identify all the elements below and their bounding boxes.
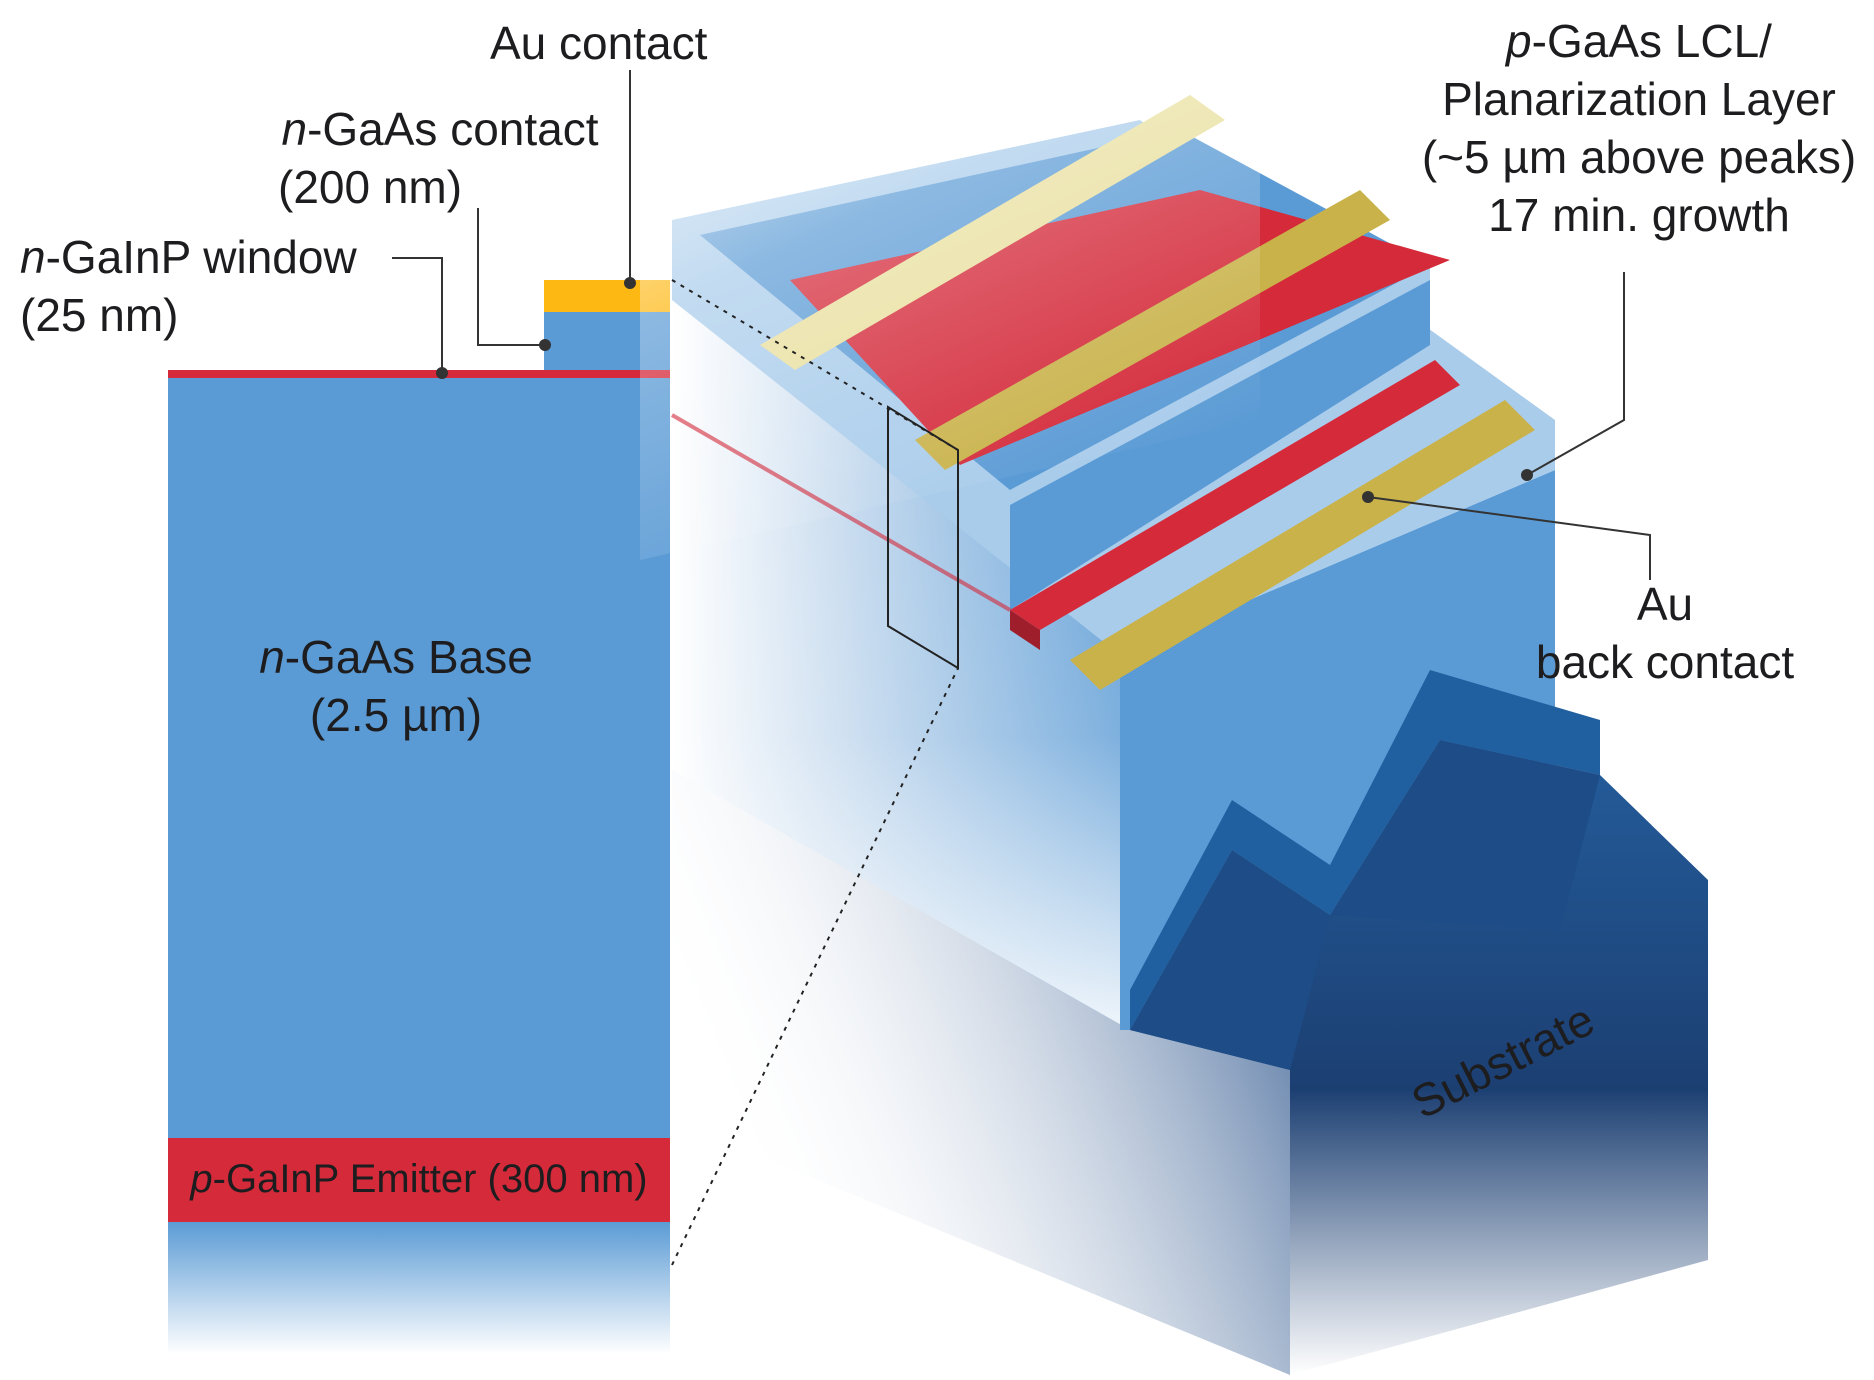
base-text: -GaAs Base bbox=[284, 631, 533, 683]
lcl-text: -GaAs LCL/ bbox=[1531, 15, 1772, 67]
lcl-prefix: p bbox=[1506, 15, 1532, 67]
emitter-layer bbox=[168, 1138, 670, 1222]
ngaas-contact-prefix: n bbox=[281, 103, 308, 155]
back-contact-label: Au back contact bbox=[1500, 575, 1830, 691]
zoom-indicators bbox=[671, 279, 959, 1266]
red-stripe-lower bbox=[1010, 360, 1460, 630]
leader-back-contact bbox=[1367, 496, 1651, 580]
dot-lcl bbox=[1521, 469, 1533, 481]
substrate-fade bbox=[168, 1222, 670, 1354]
ngainp-window-prefix: n bbox=[20, 231, 46, 283]
emitter-label: p-GaInP Emitter (300 nm) bbox=[168, 1150, 670, 1208]
dot-back-contact bbox=[1362, 491, 1374, 503]
ngaas-contact-text: -GaAs contact bbox=[307, 103, 599, 155]
lcl-line4: 17 min. growth bbox=[1488, 189, 1790, 241]
pyramid-face-1 bbox=[1130, 800, 1330, 1030]
pyramid-face-2 bbox=[1330, 670, 1600, 915]
back-contact-line2: back contact bbox=[1535, 636, 1795, 688]
leader-lcl bbox=[1526, 272, 1625, 476]
zoom-line-bottom bbox=[671, 667, 959, 1266]
substrate-left-face bbox=[672, 770, 1290, 1375]
window-layer bbox=[168, 370, 670, 378]
ngainp-window-thickness: (25 nm) bbox=[20, 289, 179, 341]
cross-section bbox=[168, 280, 670, 1354]
base-prefix: n bbox=[259, 631, 285, 683]
emitter-text: -GaInP Emitter (300 nm) bbox=[212, 1157, 648, 1201]
lcl-line3: (~5 µm above peaks) bbox=[1421, 131, 1857, 183]
leader-lines bbox=[392, 70, 1651, 580]
ngaas-contact-label: n-GaAs contact (200 nm) bbox=[270, 100, 610, 216]
dot-ngaas-contact bbox=[539, 339, 551, 351]
dot-au-contact bbox=[624, 277, 636, 289]
gold-stripe-3 bbox=[1070, 400, 1535, 690]
emitter-prefix: p bbox=[190, 1157, 213, 1201]
device-block bbox=[640, 0, 1708, 1375]
ngaas-contact-thickness: (200 nm) bbox=[278, 161, 463, 213]
base-label: n-GaAs Base (2.5 µm) bbox=[168, 628, 624, 744]
ngainp-window-text: -GaInP window bbox=[45, 231, 357, 283]
ngainp-window-label: n-GaInP window (25 nm) bbox=[20, 228, 357, 344]
leader-ngainp-window bbox=[392, 257, 443, 373]
base-layer bbox=[168, 378, 670, 1138]
lcl-line2: Planarization Layer bbox=[1442, 73, 1836, 125]
au-contact-label: Au contact bbox=[490, 17, 708, 69]
back-contact-line1: Au bbox=[1636, 578, 1694, 630]
upper-step-front bbox=[1010, 265, 1430, 610]
leader-ngaas-contact bbox=[477, 208, 545, 346]
lcl-label: p-GaAs LCL/ Planarization Layer (~5 µm a… bbox=[1404, 12, 1874, 244]
dot-ngainp-window bbox=[436, 367, 448, 379]
base-thickness: (2.5 µm) bbox=[309, 689, 483, 741]
